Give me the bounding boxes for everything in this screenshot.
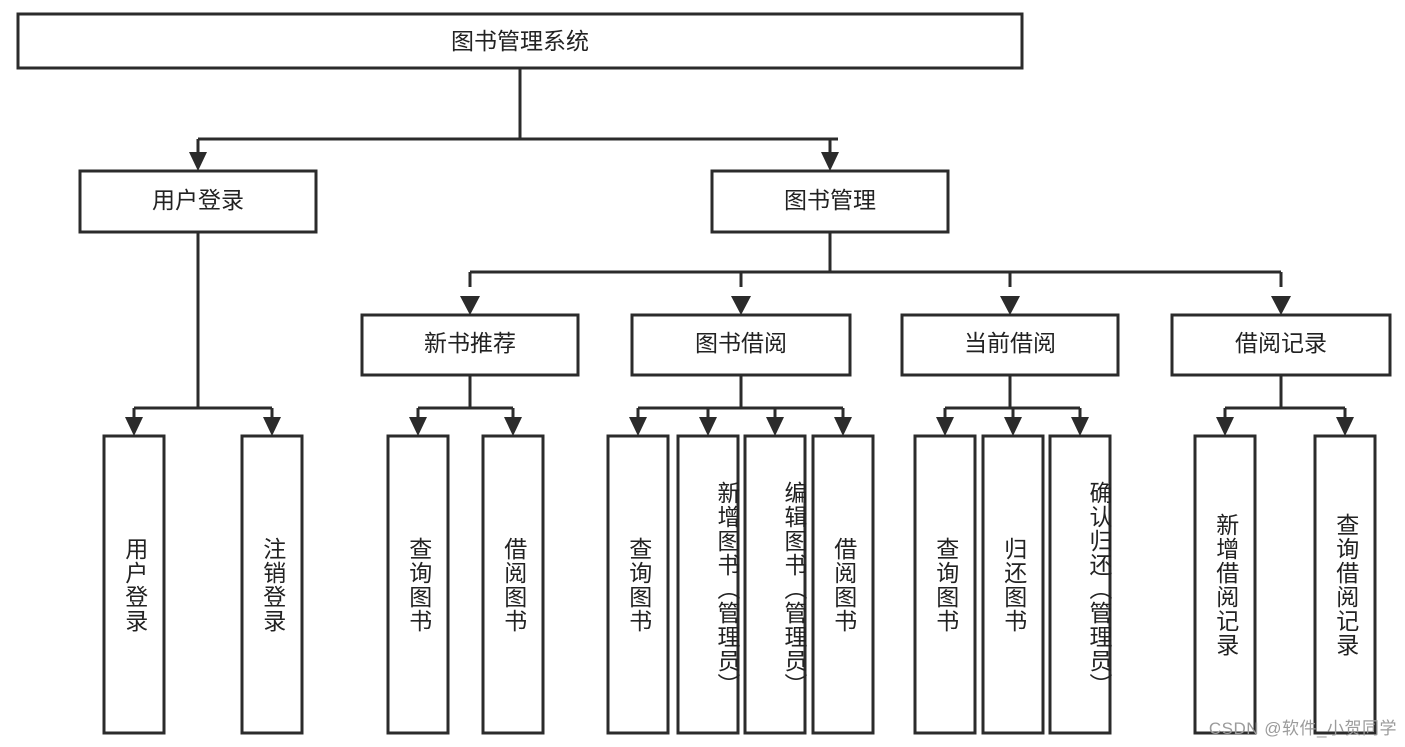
node-box-book-borrow[interactable] bbox=[630, 313, 852, 377]
node-box-leaf-query-book-1[interactable] bbox=[386, 434, 450, 735]
connector-borrow-record-bus bbox=[1223, 375, 1347, 423]
node-label-book-manage: 图书管理 bbox=[784, 187, 876, 213]
node-box-leaf-edit-book-admin[interactable] bbox=[743, 434, 807, 735]
arrow-to-borrow-record bbox=[1271, 296, 1291, 315]
connector-layer bbox=[125, 68, 1354, 436]
node-box-leaf-return-book[interactable] bbox=[981, 434, 1045, 735]
node-box-root[interactable] bbox=[16, 12, 1024, 70]
node-box-borrow-record[interactable] bbox=[1170, 313, 1392, 377]
arrow-to-current-borrow bbox=[1000, 296, 1020, 315]
arrow-root-to-user-login bbox=[189, 152, 207, 171]
node-label-current-borrow: 当前借阅 bbox=[964, 330, 1056, 356]
arrow-to-leaf-query-record bbox=[1336, 417, 1354, 436]
connector-book-manage-bus bbox=[468, 232, 1283, 287]
arrow-to-leaf-user-logout bbox=[263, 417, 281, 436]
connector-user-login-bus bbox=[132, 232, 274, 423]
arrow-to-leaf-return-book bbox=[1004, 417, 1022, 436]
node-layer: 图书管理系统 用户登录 图书管理 新书推荐 图书借阅 当前借阅 借阅记录 bbox=[16, 12, 1392, 735]
node-label-borrow-record: 借阅记录 bbox=[1235, 330, 1327, 356]
arrow-to-leaf-query-book-2 bbox=[629, 417, 647, 436]
node-box-leaf-user-login[interactable] bbox=[102, 434, 166, 735]
node-box-leaf-query-book-3[interactable] bbox=[913, 434, 977, 735]
node-box-leaf-add-book-admin[interactable] bbox=[676, 434, 740, 735]
node-box-current-borrow[interactable] bbox=[900, 313, 1120, 377]
arrow-to-leaf-borrow-book-2 bbox=[834, 417, 852, 436]
node-box-new-book-recommend[interactable] bbox=[360, 313, 580, 377]
arrow-to-new-book-recommend bbox=[460, 296, 480, 315]
node-box-user-login[interactable] bbox=[78, 169, 318, 234]
arrow-root-to-book-manage bbox=[821, 152, 839, 171]
arrow-to-leaf-query-book-3 bbox=[936, 417, 954, 436]
connector-root-to-level2 bbox=[196, 68, 838, 158]
node-box-book-manage[interactable] bbox=[710, 169, 950, 234]
node-box-leaf-borrow-book-2[interactable] bbox=[811, 434, 875, 735]
arrow-to-leaf-user-login bbox=[125, 417, 143, 436]
node-box-leaf-user-logout[interactable] bbox=[240, 434, 304, 735]
arrow-to-leaf-add-record bbox=[1216, 417, 1234, 436]
node-box-leaf-add-record[interactable] bbox=[1193, 434, 1257, 735]
node-box-leaf-borrow-book-1[interactable] bbox=[481, 434, 545, 735]
connector-book-borrow-bus bbox=[636, 375, 845, 423]
arrow-to-leaf-add-book-admin bbox=[699, 417, 717, 436]
node-label-root: 图书管理系统 bbox=[451, 28, 589, 54]
arrow-to-leaf-query-book-1 bbox=[409, 417, 427, 436]
node-label-book-borrow: 图书借阅 bbox=[695, 330, 787, 356]
arrow-to-leaf-edit-book-admin bbox=[766, 417, 784, 436]
connector-new-book-recommend-bus bbox=[416, 375, 515, 423]
arrow-to-leaf-confirm-return bbox=[1071, 417, 1089, 436]
node-box-leaf-query-book-2[interactable] bbox=[606, 434, 670, 735]
arrow-to-leaf-borrow-book-1 bbox=[504, 417, 522, 436]
node-label-new-book-recommend: 新书推荐 bbox=[424, 330, 516, 356]
connector-current-borrow-bus bbox=[943, 375, 1082, 423]
node-box-leaf-query-record[interactable] bbox=[1313, 434, 1377, 735]
node-label-user-login: 用户登录 bbox=[152, 187, 244, 213]
node-box-leaf-confirm-return[interactable] bbox=[1048, 434, 1112, 735]
arrow-to-book-borrow bbox=[731, 296, 751, 315]
watermark: CSDN @软件_小贺同学 bbox=[1208, 719, 1397, 738]
